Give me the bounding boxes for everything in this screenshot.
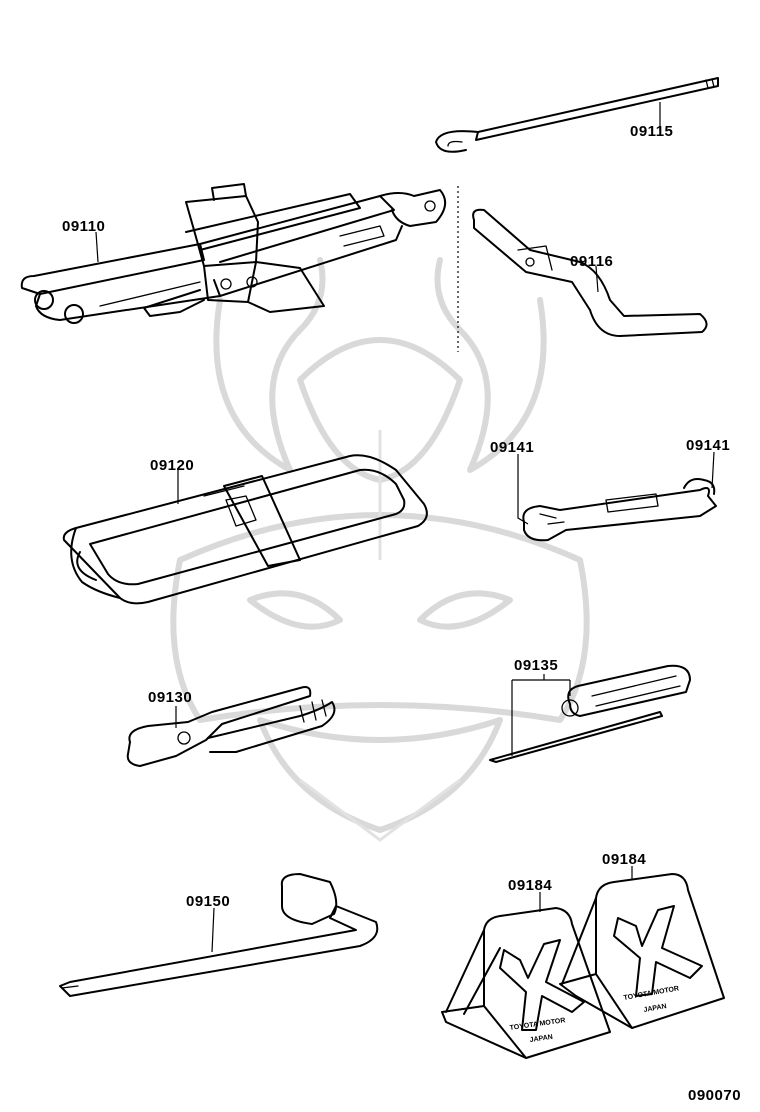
wheel-chock-right-drawing: TOYOTA MOTOR JAPAN bbox=[559, 873, 725, 1029]
tool-bag-drawing bbox=[62, 454, 428, 605]
chock-brand-text: TOYOTA MOTOR bbox=[623, 985, 680, 1002]
part-label-wheel-chock-right: 09184 bbox=[602, 851, 646, 868]
wrenches-drawing bbox=[522, 478, 717, 542]
watermark-crest bbox=[170, 257, 590, 842]
figure-code: 090070 bbox=[688, 1087, 741, 1104]
part-label-wheel-nut-wrench: 09150 bbox=[186, 893, 230, 910]
jack-handle-drawing bbox=[435, 77, 719, 153]
part-label-jack: 09110 bbox=[62, 218, 105, 235]
part-label-pliers: 09130 bbox=[148, 689, 192, 706]
chock-country-text: JAPAN bbox=[643, 1003, 667, 1014]
jack-handle-extension-drawing bbox=[472, 208, 708, 337]
part-label-wrench-right: 09141 bbox=[686, 437, 730, 454]
part-label-jack-handle: 09115 bbox=[630, 123, 673, 140]
part-label-screwdriver: 09135 bbox=[514, 657, 558, 674]
wheel-chock-left-drawing: TOYOTA MOTOR JAPAN bbox=[441, 907, 611, 1059]
chock-country-text: JAPAN bbox=[529, 1034, 553, 1044]
pliers-drawing bbox=[126, 686, 336, 767]
part-label-wrench-left: 09141 bbox=[490, 439, 534, 456]
wheel-nut-wrench-drawing bbox=[59, 873, 379, 997]
scissor-jack-drawing bbox=[20, 183, 447, 324]
part-label-wheel-chock-left: 09184 bbox=[508, 877, 552, 894]
part-label-tool-bag: 09120 bbox=[150, 457, 194, 474]
part-label-jack-handle-extension: 09116 bbox=[570, 253, 613, 270]
